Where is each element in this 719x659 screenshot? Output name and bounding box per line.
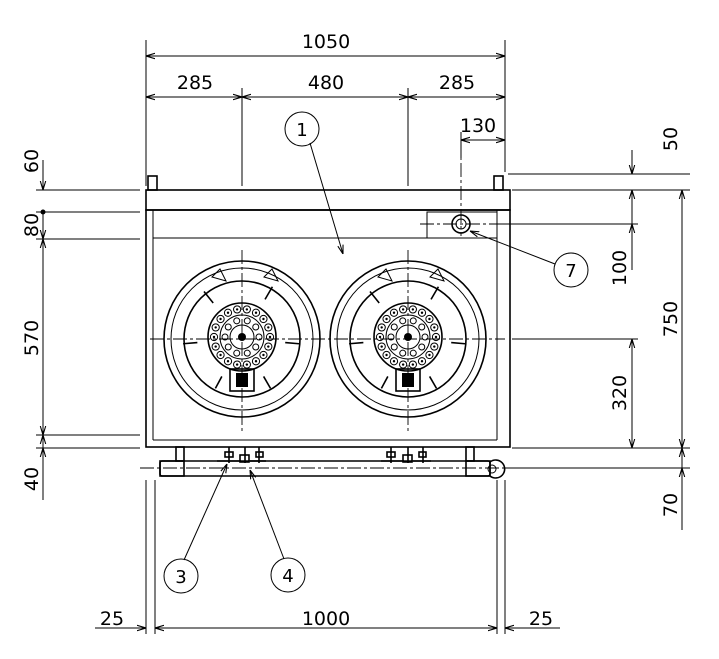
- dim-right-offset: 130: [460, 115, 496, 137]
- callout-3-label: 3: [175, 567, 186, 588]
- body-outline: [145, 209, 511, 448]
- dim-leg-span: 1000: [302, 608, 350, 630]
- dim-left-section: 285: [177, 72, 213, 94]
- pipe-elbow: [489, 459, 506, 479]
- callouts: 1 7 3 4: [163, 111, 589, 594]
- callout-4-balloon: [270, 557, 306, 593]
- dim-burner-center: 320: [609, 375, 631, 411]
- dim-body-height: 570: [21, 320, 43, 356]
- callout-1-balloon: [284, 111, 320, 147]
- leg-right: [465, 446, 475, 462]
- callout-7-balloon: [553, 252, 589, 288]
- center-lines: [150, 140, 505, 432]
- dim-right-section: 285: [439, 72, 475, 94]
- dim-top-right: 50: [660, 127, 682, 151]
- pipe-end-right: [465, 460, 491, 477]
- dim-band: 80: [21, 213, 43, 237]
- bottom-assembly: [140, 446, 510, 479]
- dim-leg-right: 25: [529, 608, 553, 630]
- leg-left: [175, 446, 185, 462]
- dim-bottom-left: 40: [21, 467, 43, 491]
- extension-lines: [36, 40, 690, 634]
- dim-middle-section: 480: [308, 72, 344, 94]
- pilot-box: [426, 211, 498, 239]
- dim-pipe-drop: 70: [660, 493, 682, 517]
- dimension-lines: [41, 56, 683, 628]
- dim-total-height: 750: [660, 301, 682, 337]
- valves-left: [217, 447, 266, 463]
- top-plate: [145, 189, 511, 211]
- gas-pipe: [159, 460, 491, 477]
- valves-right: [381, 447, 431, 463]
- dim-top-left: 60: [21, 149, 43, 173]
- callout-4-label: 4: [282, 566, 293, 587]
- left-post: [147, 175, 158, 191]
- callout-3-balloon: [163, 558, 199, 594]
- dim-overall-width: 1050: [302, 31, 350, 53]
- right-post: [493, 175, 504, 191]
- dim-leg-left: 25: [100, 608, 124, 630]
- stove-body: [145, 175, 511, 448]
- callout-1-label: 1: [296, 120, 307, 141]
- dim-pilot-drop: 100: [609, 250, 631, 286]
- pipe-end-left: [159, 460, 185, 477]
- dimension-labels: 1050 285 480 285 130 25 25 1000 60 80 57…: [21, 31, 682, 630]
- callout-7-label: 7: [565, 261, 576, 282]
